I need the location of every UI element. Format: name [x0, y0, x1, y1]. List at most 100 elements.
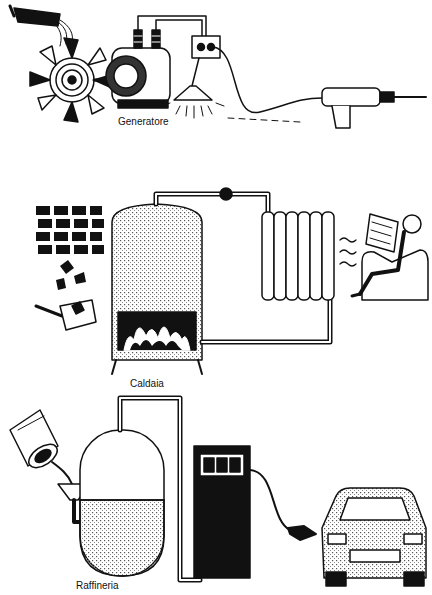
water-wheel: [62, 70, 82, 90]
coal-bricks: [74, 219, 88, 228]
lamp: [186, 106, 187, 116]
coal-bricks: [92, 245, 104, 254]
water-wheel: [68, 76, 76, 84]
coal-bricks: [36, 232, 50, 241]
coal-bricks: [72, 206, 86, 215]
refinery-tank: [80, 499, 164, 501]
lamp: [192, 58, 199, 86]
refinery-tank: [80, 430, 164, 576]
water-wheel: [40, 46, 56, 65]
car: [350, 550, 400, 562]
product-pipe-inner: [120, 398, 200, 580]
radiator: [262, 212, 334, 300]
shovel: [72, 302, 84, 314]
water-stream: [55, 24, 61, 46]
dashed-line: [228, 118, 300, 122]
water-wheel: [88, 48, 106, 65]
shovel: [36, 300, 96, 330]
radiator: [274, 212, 286, 300]
coal-bricks: [36, 206, 104, 290]
coal-bricks: [60, 260, 74, 274]
heat-waves: [340, 238, 356, 266]
lamp: [162, 58, 224, 118]
wires: [156, 20, 202, 36]
lamp: [208, 106, 212, 114]
drill: [322, 88, 380, 106]
pipes-inner: [156, 194, 330, 342]
power-cord: [213, 47, 322, 113]
water-wheel: [88, 95, 104, 114]
oil-barrel: [18, 416, 44, 430]
reader-in-armchair: [371, 230, 391, 236]
generator: [152, 36, 160, 37]
fuel-pump: [194, 446, 250, 578]
coal-bricks: [38, 219, 52, 228]
heat-waves: [340, 262, 356, 266]
generator: [134, 42, 142, 43]
product-pipe: [120, 398, 200, 580]
oil-stream: [52, 462, 72, 484]
wires: [138, 16, 206, 36]
pipes: [156, 194, 268, 214]
heat-waves: [340, 250, 356, 254]
part-label: Raffineria: [76, 580, 119, 592]
generator: [118, 100, 168, 108]
water-jug: [14, 8, 60, 26]
radiator: [310, 212, 322, 300]
car: [328, 534, 346, 544]
pipes-inner: [156, 194, 268, 214]
shovel: [36, 306, 62, 316]
boiler: [130, 340, 182, 350]
radiator: [298, 212, 310, 300]
car: [322, 488, 426, 578]
boiler: [112, 204, 202, 360]
wires: [138, 16, 206, 36]
lamp: [176, 106, 180, 114]
coal-bricks: [56, 219, 70, 228]
dashed-line: [228, 118, 300, 122]
water-jug: [10, 6, 60, 26]
water-wheel: [64, 102, 78, 122]
car: [326, 572, 346, 586]
water-wheel: [56, 64, 88, 96]
refinery-tank: [80, 430, 164, 576]
fuel-pump: [217, 458, 227, 472]
valve: [220, 188, 232, 200]
oil-barrel: [25, 440, 62, 473]
fuel-hose: [250, 470, 316, 540]
oil-stream: [52, 462, 72, 484]
car: [404, 534, 422, 544]
coal-bricks: [54, 232, 68, 241]
fuel-hose: [288, 526, 316, 540]
lamp: [194, 106, 195, 118]
lamp: [162, 103, 170, 106]
valve: [220, 188, 232, 200]
part-label: Generatore: [118, 116, 169, 128]
fuel-pump: [200, 454, 244, 476]
reader-in-armchair: [372, 222, 392, 228]
car: [404, 572, 424, 586]
heat-waves: [340, 238, 356, 242]
fuel-hose: [250, 470, 290, 530]
water-wheel: [38, 95, 56, 110]
pipes-inner: [202, 300, 330, 342]
coal-bricks: [92, 219, 104, 228]
pipes: [156, 194, 330, 342]
lamp: [201, 106, 203, 116]
radiator: [322, 212, 334, 300]
coal-bricks: [74, 245, 88, 254]
car: [340, 498, 410, 520]
boiler: [112, 204, 202, 374]
funnel: [74, 500, 80, 522]
generator: [134, 36, 142, 37]
shovel: [60, 300, 96, 330]
boiler: [124, 327, 190, 350]
fuel-pump: [194, 446, 250, 578]
coal-bricks: [36, 206, 50, 215]
fuel-pump: [204, 458, 214, 472]
drill: [322, 88, 426, 128]
coal-bricks: [72, 232, 86, 241]
generator: [114, 64, 138, 88]
